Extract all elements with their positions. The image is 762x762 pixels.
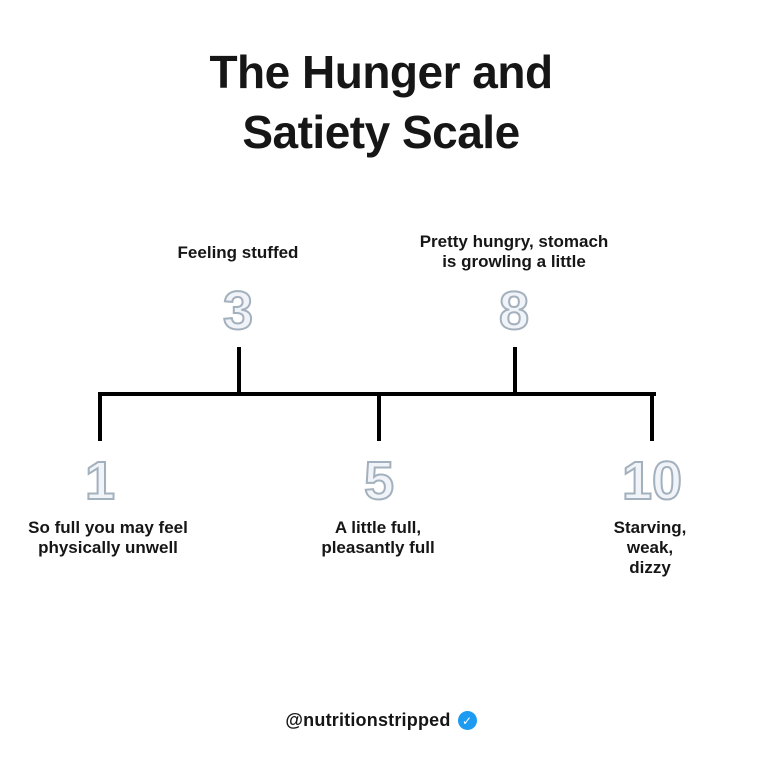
tick-mark-8 <box>513 347 517 396</box>
scale-number-5: 5 <box>363 451 395 511</box>
social-handle: @nutritionstripped <box>285 710 451 730</box>
scale-number-8: 8 <box>498 281 530 341</box>
footer: @nutritionstripped ✓ <box>0 710 762 731</box>
tick-mark-3 <box>237 347 241 396</box>
scale-number-10: 10 <box>621 451 683 511</box>
scale-label-8: Pretty hungry, stomach is growling a lit… <box>419 232 609 271</box>
scale-label-5: A little full, pleasantly full <box>321 518 435 557</box>
scale-label-10: Starving, weak, dizzy <box>613 518 687 577</box>
scale-label-1: So full you may feel physically unwell <box>28 518 188 557</box>
tick-mark-10 <box>650 392 654 441</box>
scale-number-1: 1 <box>84 451 116 511</box>
scale-label-3: Feeling stuffed <box>177 243 299 262</box>
tick-mark-1 <box>98 392 102 441</box>
scale-number-3: 3 <box>222 281 254 341</box>
verified-badge-icon: ✓ <box>457 711 477 730</box>
tick-mark-5 <box>377 392 381 441</box>
page-title: The Hunger and Satiety Scale <box>209 46 553 158</box>
